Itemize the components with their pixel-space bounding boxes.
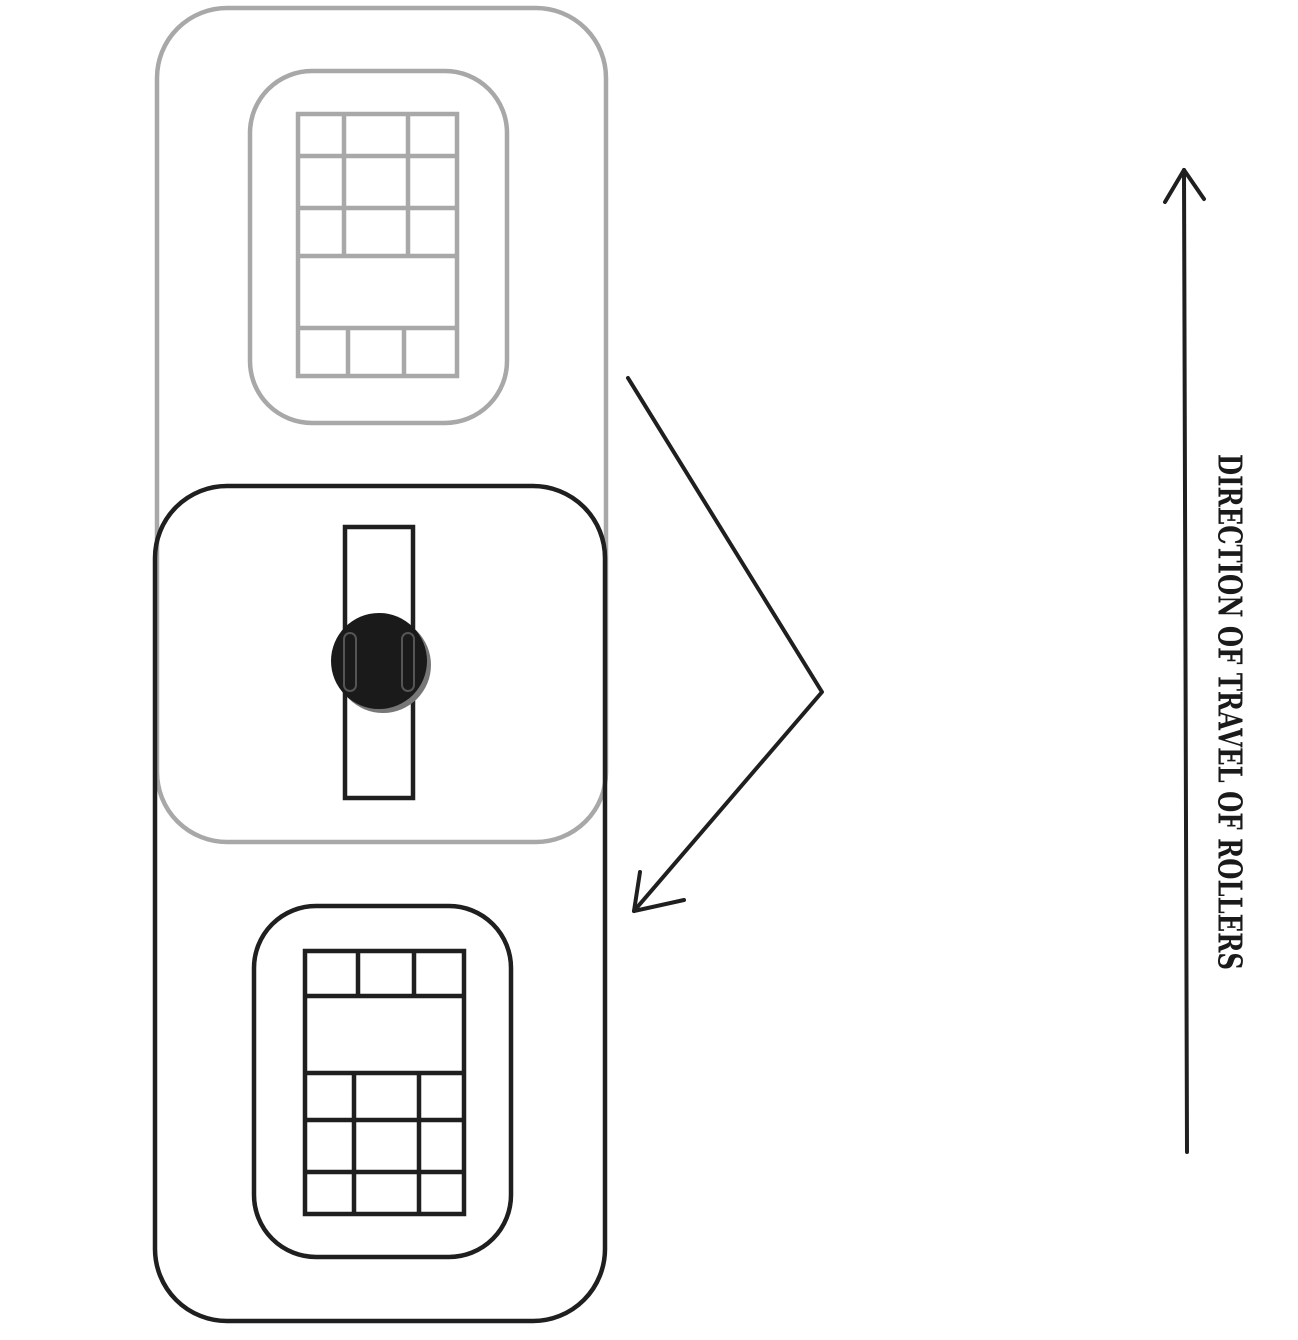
current-position-device: [152, 483, 608, 1324]
current-grid-block: [302, 948, 467, 1217]
previous-position-device: [154, 5, 609, 845]
previous-grid-block: [295, 111, 460, 379]
direction-arrow: [1163, 168, 1206, 1154]
previous-inner-panel: [247, 68, 510, 426]
slider-knob: [331, 613, 427, 709]
direction-label: DIRECTION OF TRAVEL OF ROLLERS: [1211, 454, 1250, 970]
current-device-outline: [152, 483, 608, 1324]
slider-mechanism: [331, 524, 431, 801]
previous-device-outline: [154, 5, 609, 845]
movement-arrow: [626, 376, 824, 913]
current-inner-panel: [251, 903, 514, 1260]
